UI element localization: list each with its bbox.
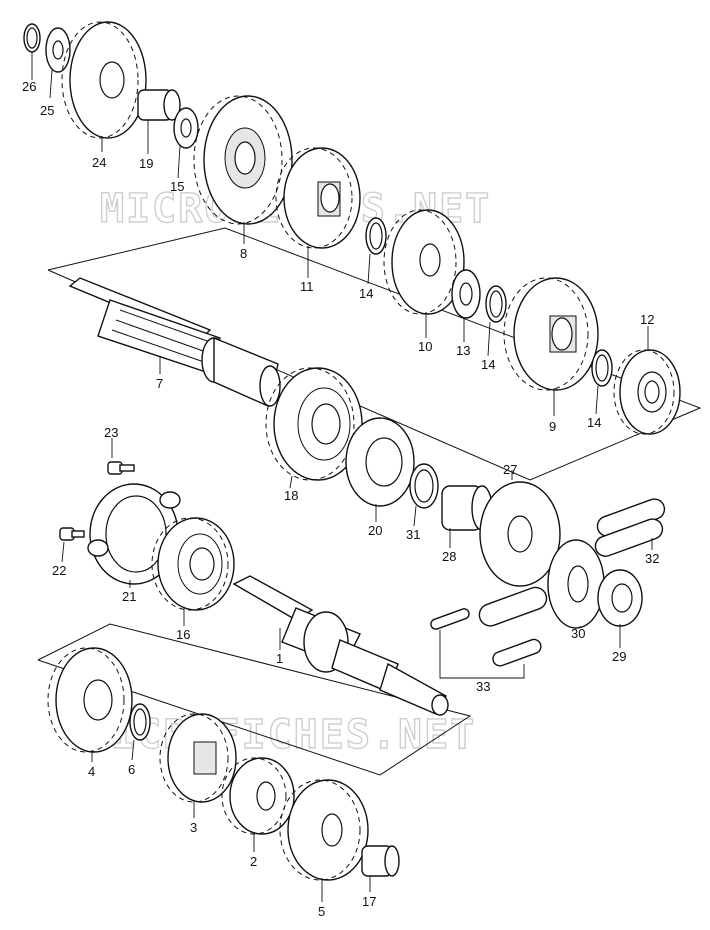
callout-16: 16 xyxy=(176,627,190,642)
callout-28: 28 xyxy=(442,549,456,564)
oil-seal-20 xyxy=(345,417,415,522)
callout-13: 13 xyxy=(456,343,470,358)
callout-5: 5 xyxy=(318,904,325,919)
callout-23: 23 xyxy=(104,425,118,440)
countershaft-7 xyxy=(68,277,281,407)
circlip-14c xyxy=(591,349,613,415)
bearing-retainer-21 xyxy=(87,483,181,588)
circlip-6 xyxy=(129,703,151,761)
callout-9: 9 xyxy=(549,419,556,434)
callout-17: 17 xyxy=(362,894,376,909)
callout-12: 12 xyxy=(640,312,654,327)
chain-joint-32 xyxy=(594,498,666,557)
gear-4 xyxy=(47,647,133,762)
gear-9 xyxy=(503,277,599,416)
gear-2 xyxy=(221,757,295,852)
callout-26: 26 xyxy=(22,79,36,94)
callout-2: 2 xyxy=(250,854,257,869)
callout-24: 24 xyxy=(92,155,106,170)
callout-30: 30 xyxy=(571,626,585,641)
callout-11: 11 xyxy=(300,279,314,294)
circlip-26 xyxy=(23,23,41,80)
callout-32: 32 xyxy=(645,551,659,566)
bushing-19 xyxy=(137,89,181,154)
nut-29 xyxy=(597,569,643,648)
callout-1: 1 xyxy=(276,651,283,666)
callout-14-upper: 14 xyxy=(359,286,373,301)
callout-14-middle: 14 xyxy=(481,357,495,372)
circlip-14a xyxy=(365,217,387,285)
gear-3 xyxy=(159,713,237,818)
drive-chain-33 xyxy=(430,586,548,679)
gear-11 xyxy=(275,147,361,278)
callout-29: 29 xyxy=(612,649,626,664)
callout-33: 33 xyxy=(476,679,490,694)
bolt-22 xyxy=(59,527,85,563)
callout-7: 7 xyxy=(156,376,163,391)
lock-washer-30 xyxy=(547,539,605,629)
driveshaft-1 xyxy=(232,575,449,716)
lower-group-outline xyxy=(37,623,472,776)
gear-24 xyxy=(61,21,147,152)
callout-25: 25 xyxy=(40,103,54,118)
callout-14-lower: 14 xyxy=(587,415,601,430)
gear-8 xyxy=(193,95,293,244)
bearing-18 xyxy=(265,367,363,489)
callout-4: 4 xyxy=(88,764,95,779)
callout-3: 3 xyxy=(190,820,197,835)
bearing-16 xyxy=(151,517,235,626)
bushing-17 xyxy=(361,845,400,892)
sprocket-27 xyxy=(479,470,561,587)
callout-31: 31 xyxy=(406,527,420,542)
washer-25 xyxy=(45,27,71,99)
gear-5 xyxy=(279,779,369,902)
circlip-14b xyxy=(485,285,507,357)
callout-20: 20 xyxy=(368,523,382,538)
o-ring-31 xyxy=(409,463,439,527)
callout-19: 19 xyxy=(139,156,153,171)
upper-group-outline xyxy=(47,227,702,481)
gear-12 xyxy=(613,326,681,435)
callout-21: 21 xyxy=(122,589,136,604)
callout-27: 27 xyxy=(503,462,517,477)
washer-15 xyxy=(173,107,199,179)
callout-15: 15 xyxy=(170,179,184,194)
bolt-23 xyxy=(107,438,135,475)
gear-10 xyxy=(383,209,465,338)
callout-18: 18 xyxy=(284,488,298,503)
callout-8: 8 xyxy=(240,246,247,261)
callout-10: 10 xyxy=(418,339,432,354)
spline-washer-13 xyxy=(451,269,481,342)
callout-6: 6 xyxy=(128,762,135,777)
callout-22: 22 xyxy=(52,563,66,578)
